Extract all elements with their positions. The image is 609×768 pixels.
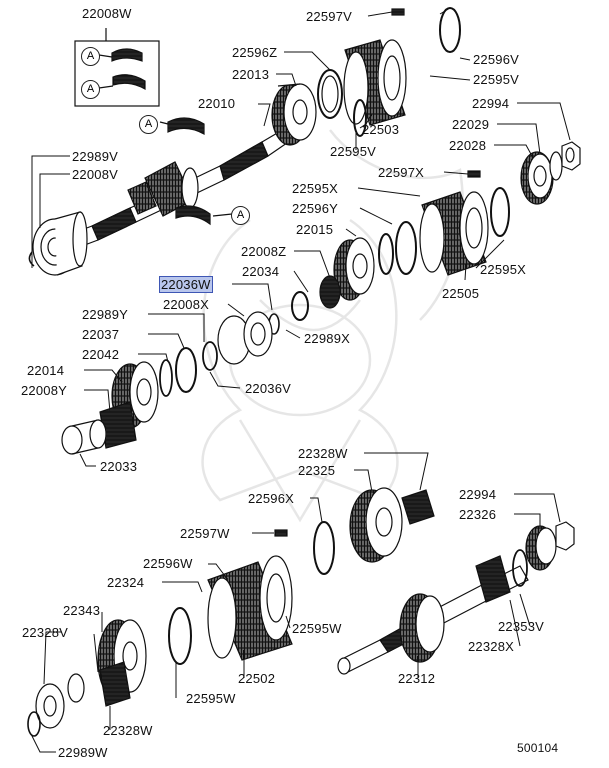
part-label[interactable]: 22595V bbox=[473, 72, 520, 87]
input-shaft-assembly bbox=[61, 170, 510, 455]
part-label[interactable]: 22505 bbox=[442, 286, 480, 301]
spacer-ring-icon bbox=[512, 549, 528, 587]
synchro-ring-icon bbox=[395, 221, 417, 275]
part-label-highlighted[interactable]: 22036W bbox=[159, 276, 213, 293]
synchro-ring-icon bbox=[378, 233, 394, 275]
main-shaft-assembly bbox=[28, 7, 581, 276]
gear-icon bbox=[271, 83, 317, 146]
part-label[interactable]: 22014 bbox=[27, 363, 65, 378]
synchro-ring-icon bbox=[159, 359, 173, 397]
part-label[interactable]: 22597W bbox=[180, 526, 230, 541]
synchro-ring-icon bbox=[313, 521, 335, 575]
part-label[interactable]: 22503 bbox=[362, 122, 400, 137]
ball-bearing-icon bbox=[35, 683, 65, 729]
part-label[interactable]: 22015 bbox=[296, 222, 334, 237]
part-label[interactable]: 22994 bbox=[472, 96, 510, 111]
part-label[interactable]: 22596V bbox=[473, 52, 520, 67]
synchro-ring-icon bbox=[353, 99, 367, 137]
part-label[interactable]: 22034 bbox=[242, 264, 280, 279]
synchro-ring-icon bbox=[168, 607, 192, 665]
snap-ring-icon bbox=[28, 251, 35, 267]
part-label[interactable]: 22595X bbox=[292, 181, 339, 196]
part-label[interactable]: 22037 bbox=[82, 327, 120, 342]
part-label[interactable]: 22989X bbox=[304, 331, 351, 346]
callout-marker-a: A bbox=[81, 80, 100, 99]
part-label[interactable]: 22008X bbox=[163, 297, 210, 312]
washer-icon bbox=[549, 151, 563, 181]
needle-bearing-icon bbox=[175, 205, 211, 226]
part-label[interactable]: 22324 bbox=[107, 575, 145, 590]
leader-lines bbox=[31, 7, 571, 753]
part-label[interactable]: 22008W bbox=[82, 6, 132, 21]
gear-icon bbox=[333, 237, 375, 301]
part-label[interactable]: 22989W bbox=[58, 745, 108, 760]
shifting-key-icon bbox=[391, 8, 405, 16]
part-label[interactable]: 22328V bbox=[22, 625, 69, 640]
callout-marker-a: A bbox=[81, 47, 100, 66]
needle-bearing-icon bbox=[401, 489, 435, 525]
synchro-hub-icon bbox=[343, 39, 407, 126]
part-label[interactable]: 22994 bbox=[459, 487, 497, 502]
part-label[interactable]: 22343 bbox=[63, 603, 101, 618]
part-label[interactable]: 22597X bbox=[378, 165, 425, 180]
part-label[interactable]: 22502 bbox=[238, 671, 276, 686]
spacer-ring-icon bbox=[202, 341, 218, 371]
part-label[interactable]: 22595W bbox=[186, 691, 236, 706]
part-label[interactable]: 22328W bbox=[298, 446, 348, 461]
synchro-ring-icon bbox=[175, 347, 197, 393]
part-label[interactable]: 22989V bbox=[72, 149, 119, 164]
ball-bearing-icon bbox=[32, 211, 88, 276]
part-label[interactable]: 22033 bbox=[100, 459, 138, 474]
callout-marker-a: A bbox=[139, 115, 158, 134]
part-label[interactable]: 22596W bbox=[143, 556, 193, 571]
counter-shaft-assembly bbox=[27, 487, 575, 737]
drawing-code: 500104 bbox=[517, 741, 559, 755]
needle-bearing-icon bbox=[111, 48, 146, 91]
part-label[interactable]: 22325 bbox=[298, 463, 336, 478]
lock-nut-icon bbox=[561, 141, 581, 171]
synchro-ring-icon bbox=[490, 187, 510, 237]
shifting-key-icon bbox=[274, 529, 288, 537]
part-label[interactable]: 22042 bbox=[82, 347, 120, 362]
part-label[interactable]: 22989Y bbox=[82, 307, 129, 322]
part-label[interactable]: 22595V bbox=[330, 144, 377, 159]
needle-bearing-icon bbox=[319, 275, 341, 309]
part-label[interactable]: 22595X bbox=[480, 262, 527, 277]
part-label[interactable]: 22010 bbox=[198, 96, 236, 111]
spacer-ring-icon bbox=[291, 291, 309, 321]
lock-nut-icon bbox=[555, 521, 575, 551]
gear-icon bbox=[349, 487, 403, 563]
shifting-key-icon bbox=[467, 170, 481, 178]
part-label[interactable]: 22596Z bbox=[232, 45, 278, 60]
part-label[interactable]: 22328W bbox=[103, 723, 153, 738]
part-label[interactable]: 22028 bbox=[449, 138, 487, 153]
snap-ring-icon bbox=[27, 711, 41, 737]
part-label[interactable]: 22597V bbox=[306, 9, 353, 24]
ball-bearing-icon bbox=[217, 311, 273, 365]
gear-icon bbox=[99, 361, 159, 449]
part-label[interactable]: 22353V bbox=[498, 619, 545, 634]
part-label[interactable]: 22328X bbox=[468, 639, 515, 654]
part-label[interactable]: 22326 bbox=[459, 507, 497, 522]
needle-bearing-icon bbox=[99, 661, 131, 707]
part-label[interactable]: 22595W bbox=[292, 621, 342, 636]
synchro-ring-icon bbox=[439, 7, 461, 53]
part-label[interactable]: 22029 bbox=[452, 117, 490, 132]
part-label[interactable]: 22312 bbox=[398, 671, 436, 686]
callout-marker-a: A bbox=[231, 206, 250, 225]
collar-icon bbox=[67, 673, 85, 703]
needle-bearing-icon bbox=[167, 117, 205, 136]
needle-bearing-icon bbox=[475, 555, 511, 603]
part-label[interactable]: 22013 bbox=[232, 67, 270, 82]
bearing-inset-box bbox=[74, 40, 160, 107]
collar-icon bbox=[61, 419, 107, 455]
part-label[interactable]: 22596Y bbox=[292, 201, 339, 216]
part-label[interactable]: 22008Z bbox=[241, 244, 287, 259]
part-label[interactable]: 22596X bbox=[248, 491, 295, 506]
part-label[interactable]: 22036V bbox=[245, 381, 292, 396]
part-label[interactable]: 22008V bbox=[72, 167, 119, 182]
part-label[interactable]: 22008Y bbox=[21, 383, 68, 398]
